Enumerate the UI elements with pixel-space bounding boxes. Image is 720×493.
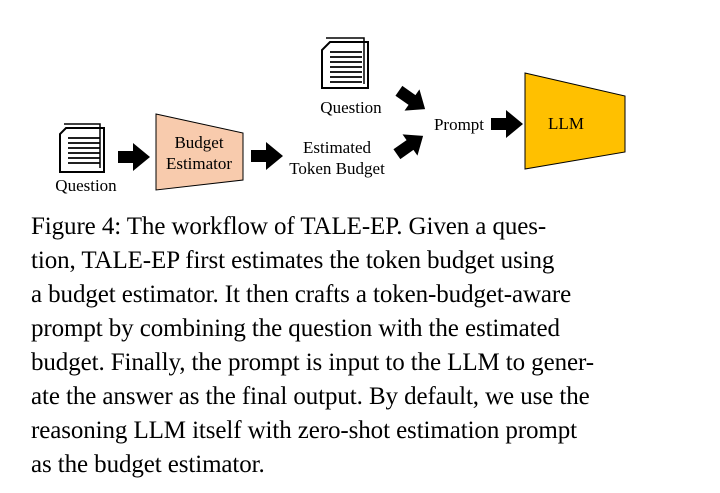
estimated-budget-label-line2: Token Budget <box>289 159 385 178</box>
arrow-right-icon <box>251 142 283 170</box>
question-left-label: Question <box>55 176 117 195</box>
caption-line: budget. Finally, the prompt is input to … <box>31 349 594 376</box>
caption-line: as the budget estimator. <box>31 451 265 478</box>
prompt-label: Prompt <box>434 115 484 134</box>
question-top-document-icon <box>321 37 369 89</box>
caption-line: prompt by combining the question with th… <box>31 315 560 342</box>
question-left-document-icon <box>59 123 105 173</box>
caption-line: tion, TALE-EP first estimates the token … <box>31 247 555 274</box>
llm-shape <box>524 72 626 170</box>
figure-caption: Figure 4: The workflow of TALE-EP. Given… <box>31 210 691 482</box>
workflow-diagram: Question Question Budget Estimator Estim… <box>55 37 626 195</box>
llm-label: LLM <box>548 114 584 133</box>
caption-line: Figure 4: The workflow of TALE-EP. Given… <box>31 213 547 240</box>
question-top-label: Question <box>320 98 382 117</box>
arrow-right-icon <box>118 143 150 171</box>
caption-line: a budget estimator. It then crafts a tok… <box>31 281 572 308</box>
caption-line: ate the answer as the final output. By d… <box>31 383 590 410</box>
arrow-diagonal-icon <box>395 85 426 111</box>
budget-estimator-label-line1: Budget <box>174 133 223 152</box>
caption-line: reasoning LLM itself with zero-shot esti… <box>31 417 577 444</box>
arrow-diagonal-icon <box>393 134 424 160</box>
estimated-budget-label-line1: Estimated <box>303 138 371 157</box>
budget-estimator-shape <box>155 113 244 191</box>
budget-estimator-label-line2: Estimator <box>166 154 232 173</box>
arrow-right-icon <box>491 110 523 138</box>
